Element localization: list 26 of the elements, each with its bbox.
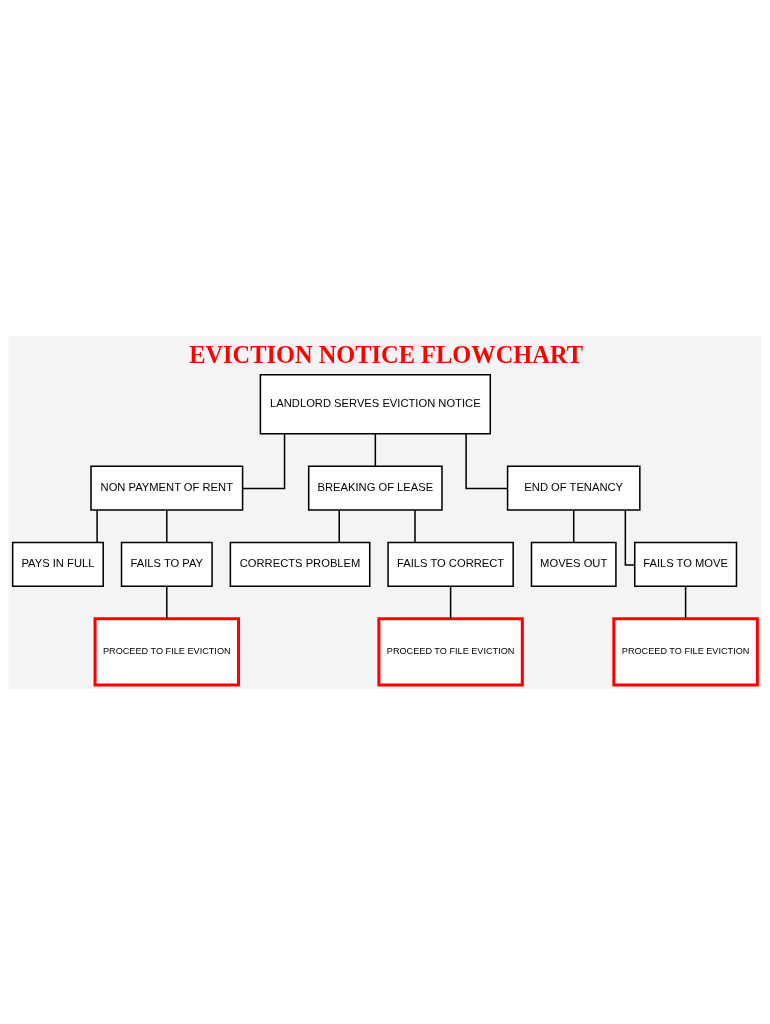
node-box: FAILS TO CORRECT [387, 541, 514, 587]
connector [624, 509, 636, 566]
node-box: MOVES OUT [530, 541, 617, 587]
connector [338, 508, 340, 543]
connector [241, 432, 286, 489]
connector [166, 508, 168, 543]
node-box: NON PAYMENT OF RENT [90, 464, 244, 511]
node-box: LANDLORD SERVES EVICTION NOTICE [259, 373, 492, 434]
connector [374, 432, 377, 467]
node-box: FAILS TO MOVE [633, 541, 738, 587]
node-box: PROCEED TO FILE EVICTION [93, 616, 241, 686]
node-box: PAYS IN FULL [11, 541, 104, 587]
connector [414, 508, 416, 543]
connector [572, 508, 575, 543]
node-box: END OF TENANCY [506, 464, 641, 511]
node-box: PROCEED TO FILE EVICTION [377, 616, 524, 686]
node-box: CORRECTS PROBLEM [229, 541, 371, 587]
node-box: PROCEED TO FILE EVICTION [612, 616, 759, 686]
diagram-title: EVICTION NOTICE FLOWCHART [189, 340, 583, 368]
node-box: FAILS TO PAY [120, 541, 213, 587]
node-box: BREAKING OF LEASE [307, 464, 443, 511]
connector [465, 432, 509, 489]
connector [449, 585, 452, 619]
connector [166, 585, 168, 619]
connector [96, 508, 98, 543]
connector [684, 585, 687, 619]
